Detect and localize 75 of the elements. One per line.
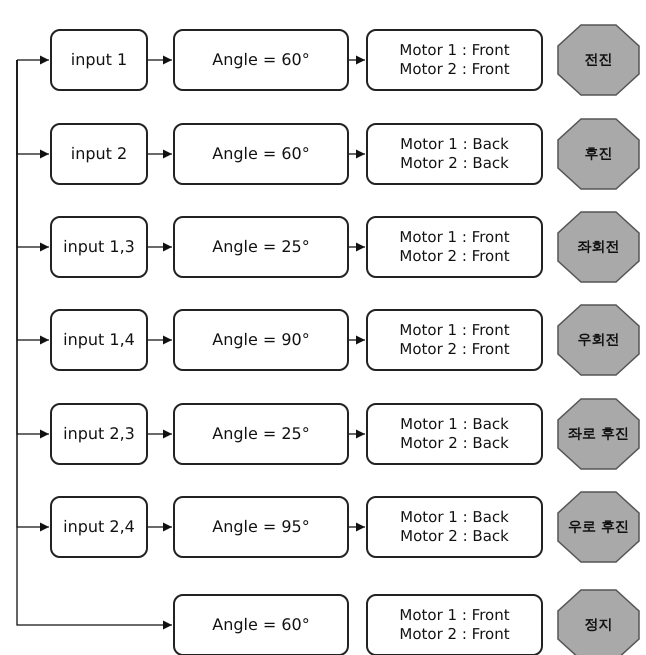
box-label: Motor 1 : Back [400, 508, 509, 527]
input-box [50, 496, 148, 558]
box-label: Angle = 60° [212, 50, 310, 70]
sign-label: 좌회전 [578, 238, 620, 257]
box-label: input 2 [70, 144, 128, 164]
box-label: Motor 1 : Front [399, 321, 510, 340]
box-label: Angle = 25° [212, 424, 310, 444]
arrow [148, 522, 172, 532]
sign-label: 정지 [584, 616, 612, 635]
arrow [148, 56, 172, 64]
box-label: input 1,4 [63, 330, 135, 350]
sign-label: 우회전 [578, 331, 620, 350]
box-label: Angle = 95° [212, 517, 310, 537]
input-box [50, 29, 148, 91]
arrow [148, 336, 172, 344]
angle-box [173, 309, 349, 371]
input-box [50, 123, 148, 185]
sign-label: 전진 [584, 51, 612, 70]
angle-box [173, 123, 349, 185]
sign-label: 후진 [584, 145, 612, 164]
box-label: Motor 2 : Back [400, 527, 509, 546]
input-box [50, 309, 148, 371]
octagon-sign [557, 491, 640, 563]
box-label: Motor 1 : Front [399, 606, 510, 625]
box-label: Angle = 60° [212, 615, 310, 635]
octagon-sign [557, 589, 640, 655]
arrow [349, 150, 365, 158]
box-label: Motor 2 : Back [400, 154, 509, 173]
arrow [349, 336, 365, 344]
input-box [50, 216, 148, 278]
box-label: Motor 2 : Front [399, 60, 510, 79]
box-label: Motor 2 : Front [399, 340, 510, 359]
box-label: Motor 1 : Back [400, 135, 509, 154]
arrow [349, 242, 365, 252]
motor-box [366, 309, 543, 371]
box-label: Motor 2 : Front [399, 247, 510, 266]
octagon-sign [557, 304, 640, 376]
arrow [148, 242, 172, 252]
angle-box [173, 216, 349, 278]
box-label: Motor 2 : Front [399, 625, 510, 644]
box-label: input 1 [70, 50, 128, 70]
box-label: Motor 1 : Front [399, 228, 510, 247]
arrow [16, 56, 49, 64]
octagon-sign [557, 211, 640, 283]
sign-label: 좌로 후진 [568, 425, 629, 444]
angle-box [173, 403, 349, 465]
box-label: Motor 1 : Front [399, 41, 510, 60]
arrow [16, 60, 172, 630]
input-box [50, 403, 148, 465]
motor-box [366, 496, 543, 558]
motor-box [366, 594, 543, 655]
box-label: Angle = 25° [212, 237, 310, 257]
box-label: input 2,4 [63, 517, 135, 537]
box-label: input 2,3 [63, 424, 135, 444]
angle-box [173, 496, 349, 558]
motor-box [366, 123, 543, 185]
box-label: input 1,3 [63, 237, 135, 257]
box-label: Motor 1 : Back [400, 415, 509, 434]
arrow [148, 430, 172, 438]
arrow [349, 56, 365, 64]
angle-box [173, 594, 349, 655]
box-label: Motor 2 : Back [400, 434, 509, 453]
motor-box [366, 216, 543, 278]
box-label: Angle = 90° [212, 330, 310, 350]
angle-box [173, 29, 349, 91]
sign-label: 우로 후진 [568, 518, 629, 537]
arrow [148, 150, 172, 158]
arrow [349, 430, 365, 438]
box-label: Angle = 60° [212, 144, 310, 164]
motor-box [366, 29, 543, 91]
motor-box [366, 403, 543, 465]
octagon-sign [557, 118, 640, 190]
octagon-sign [557, 398, 640, 470]
arrow [349, 522, 365, 532]
octagon-sign [557, 24, 640, 96]
